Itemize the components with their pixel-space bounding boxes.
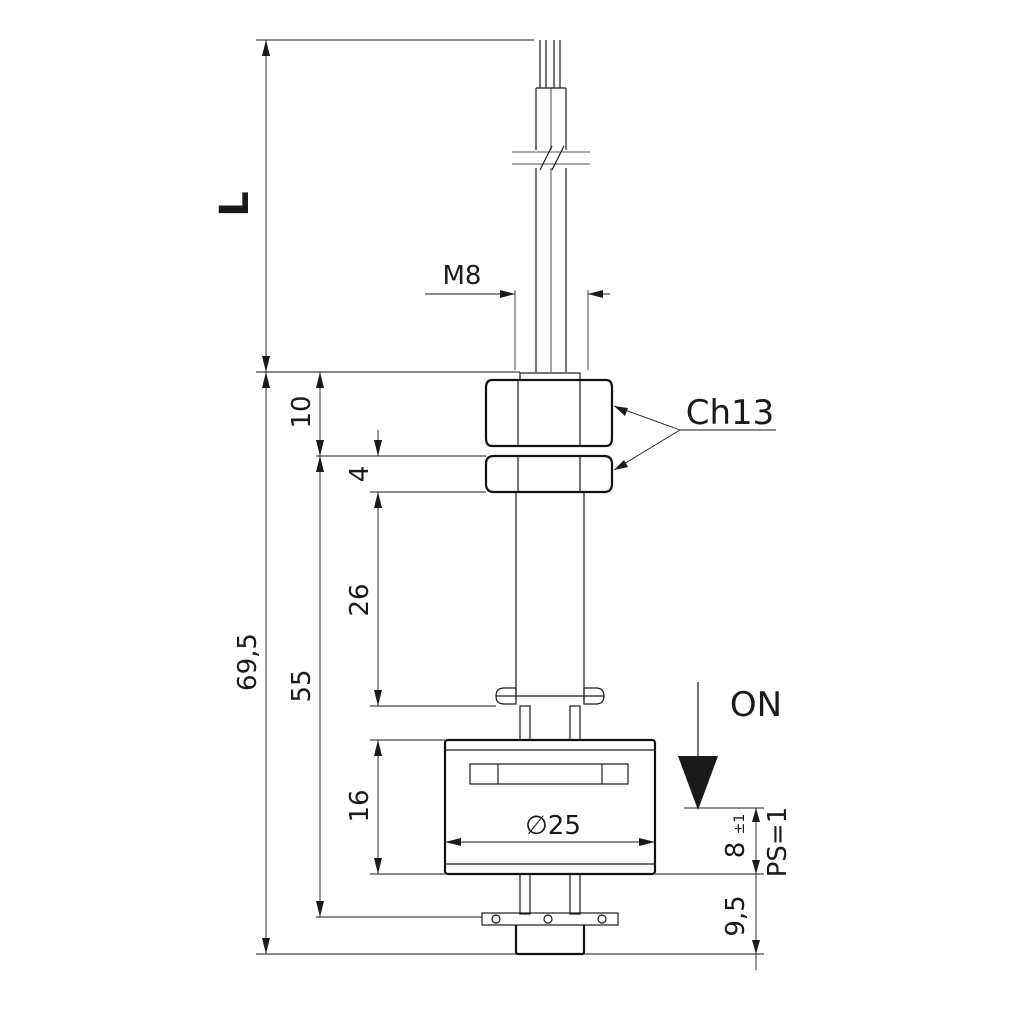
label-ch13: Ch13 — [686, 393, 775, 433]
label-diameter-25: ∅25 — [525, 811, 581, 841]
wrench-size-callout: Ch13 — [613, 393, 776, 471]
cable — [512, 40, 590, 372]
label-8-tolerance: ±1 — [732, 814, 748, 835]
bottom-stop — [481, 873, 619, 956]
label-26: 26 — [345, 583, 375, 616]
switch-point-label: PS=1 — [763, 807, 793, 878]
label-10: 10 — [287, 395, 317, 428]
extension-lines — [256, 455, 764, 955]
label-9-5: 9,5 — [721, 895, 751, 936]
dimension-L: L — [212, 39, 534, 373]
lower-hex-nut — [484, 454, 614, 494]
label-8: 8 — [721, 842, 751, 859]
label-L: L — [212, 191, 258, 217]
dimension-16: 16 — [345, 740, 382, 874]
dimension-26: 26 — [345, 492, 382, 706]
label-16: 16 — [345, 789, 375, 822]
dimension-9-5: 9,5 — [721, 874, 760, 970]
dimension-diameter-25: ∅25 — [445, 811, 655, 846]
float-body — [443, 738, 657, 876]
dimension-55: 55 — [287, 456, 324, 917]
thread-stem — [514, 290, 589, 370]
shaft — [495, 492, 605, 741]
label-4: 4 — [345, 466, 375, 483]
label-69-5: 69,5 — [233, 633, 263, 691]
dimension-M8: M8 — [425, 261, 610, 298]
dimension-8: 8 ±1 — [721, 808, 760, 874]
upper-hex-nut — [484, 372, 614, 448]
label-ps-1: PS=1 — [763, 807, 793, 878]
label-M8: M8 — [443, 261, 482, 291]
dimension-10: 10 — [287, 372, 324, 456]
down-arrow-icon — [678, 756, 718, 810]
label-55: 55 — [287, 669, 317, 702]
label-on: ON — [730, 685, 782, 725]
on-indicator: ON — [678, 682, 782, 810]
dimension-4: 4 — [345, 430, 382, 510]
dimension-69-5: 69,5 — [233, 372, 270, 954]
